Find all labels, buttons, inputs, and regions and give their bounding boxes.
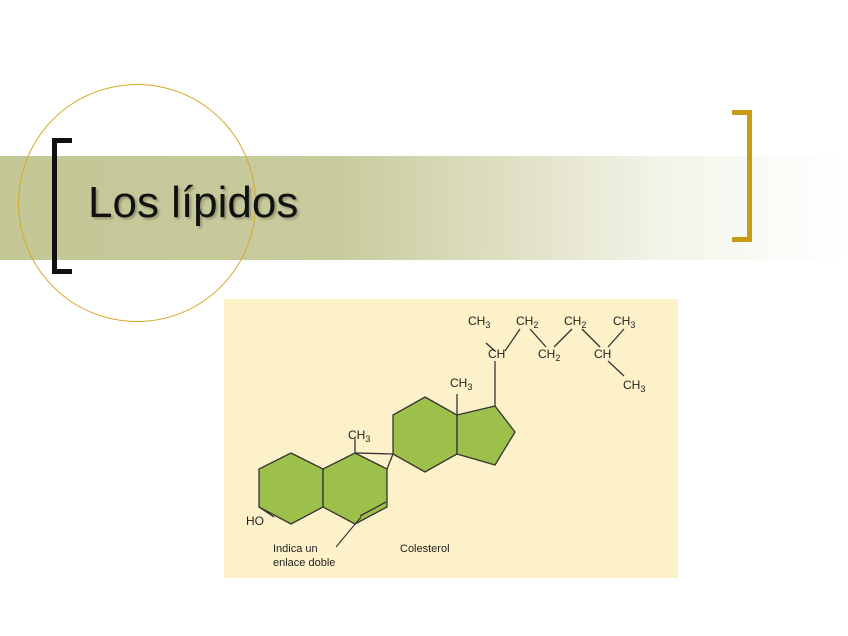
ring-bc-bond-2 <box>354 452 394 455</box>
side-chain-bond-8 <box>607 360 625 377</box>
double-bond-line <box>359 501 387 517</box>
label-chain-ch2-1: CH2 <box>516 314 538 330</box>
slide-title: Los lípidos <box>88 178 299 227</box>
ring-d <box>456 405 516 466</box>
label-chain-ch3-3: CH3 <box>623 378 645 394</box>
side-chain-bond-4 <box>529 328 547 348</box>
label-ch3-ring-a: CH3 <box>348 428 370 444</box>
side-chain-bond-2 <box>485 342 496 352</box>
label-chain-ch3-2: CH3 <box>613 314 635 330</box>
side-chain-bond-5 <box>553 328 573 348</box>
ring-bc-bond <box>386 453 394 470</box>
label-chain-ch-2: CH <box>594 347 611 361</box>
left-bracket-decoration <box>52 138 72 274</box>
label-chain-ch2-2: CH2 <box>564 314 586 330</box>
annotation-line-1: Indica un <box>273 543 318 555</box>
label-ho: HO <box>246 514 264 528</box>
cholesterol-structure-svg: HO CH3 CH3 CH3 CH2 CH2 CH3 CH CH2 CH CH3… <box>224 299 678 578</box>
label-chain-ch2-3: CH2 <box>538 347 560 363</box>
annotation-pointer <box>335 516 362 548</box>
side-chain-bond-3 <box>504 328 521 352</box>
label-chain-ch-1: CH <box>488 347 505 361</box>
right-bracket-decoration <box>732 110 752 242</box>
annotation-line-2: enlace doble <box>273 557 335 569</box>
cholesterol-diagram: HO CH3 CH3 CH3 CH2 CH2 CH3 CH CH2 CH CH3… <box>224 299 678 578</box>
decorative-circle <box>18 84 256 322</box>
label-ch3-ring-c: CH3 <box>450 376 472 392</box>
side-chain-bond-7 <box>607 328 625 348</box>
side-chain-bond-6 <box>581 328 601 348</box>
hydroxyl-bond <box>258 506 275 518</box>
caption-colesterol: Colesterol <box>400 543 450 555</box>
label-chain-ch3-1: CH3 <box>468 314 490 330</box>
